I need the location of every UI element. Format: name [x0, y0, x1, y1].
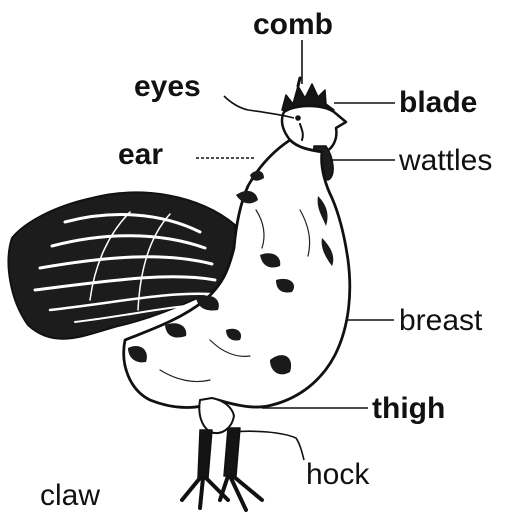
- label-eyes: eyes: [134, 70, 201, 103]
- label-comb: comb: [253, 8, 333, 41]
- label-claw: claw: [40, 479, 100, 512]
- label-hock: hock: [306, 458, 370, 491]
- label-wattles: wattles: [398, 144, 492, 177]
- hock-leader: [230, 431, 304, 460]
- label-ear: ear: [118, 138, 163, 171]
- legs: [182, 428, 262, 510]
- label-breast: breast: [399, 304, 483, 337]
- label-blade: blade: [399, 86, 477, 119]
- rooster-illustration: [9, 78, 350, 510]
- label-thigh: thigh: [372, 392, 445, 425]
